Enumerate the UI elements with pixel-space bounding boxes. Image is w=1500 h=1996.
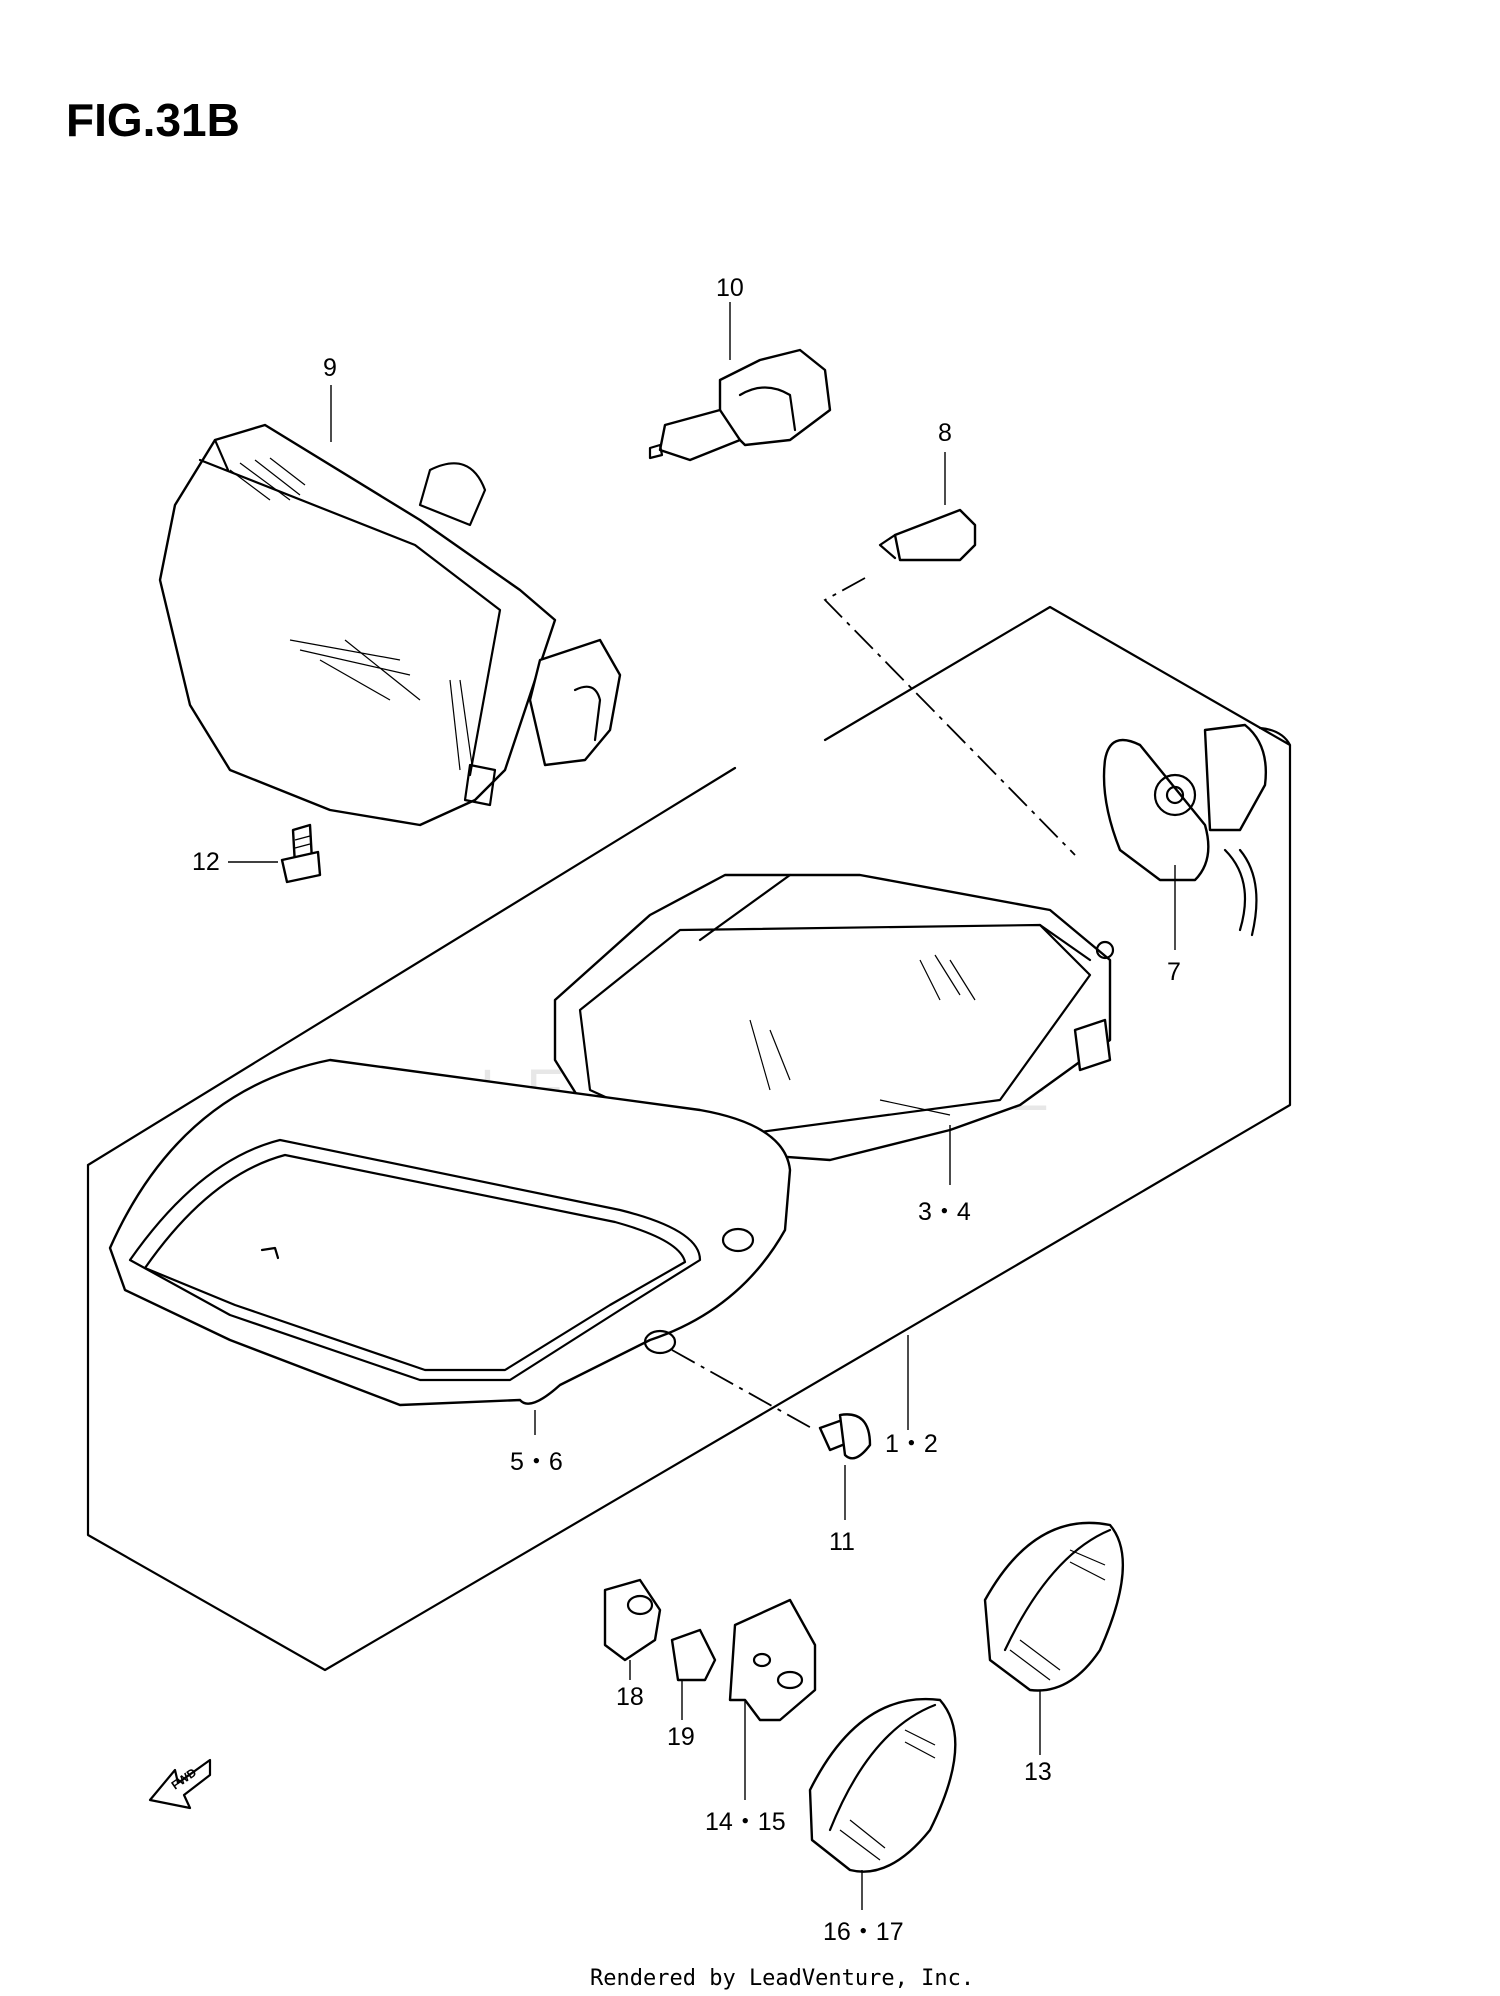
- reflector-part-13: [983, 1521, 1125, 1692]
- headlight-bulb-part-10: [648, 348, 832, 462]
- callout-9: 9: [323, 354, 337, 382]
- socket-part-7: [1102, 723, 1267, 937]
- assembly-outline: [86, 605, 1292, 1672]
- figure-title: FIG.31B: [66, 94, 240, 146]
- collar-part-19: [670, 1628, 717, 1682]
- callout-19: 19: [667, 1723, 695, 1751]
- headlight-bezel-part-5-6: [108, 1058, 792, 1407]
- callout-13: 13: [1024, 1758, 1052, 1786]
- callout-18: 18: [616, 1683, 644, 1711]
- bracket-part-14-15: [728, 1598, 817, 1722]
- headlight-housing-part-9: [158, 423, 622, 827]
- callout-16-17: 16・17: [823, 1918, 904, 1946]
- callout-14-15: 14・15: [705, 1808, 786, 1836]
- footer-credit: Rendered by LeadVenture, Inc.: [590, 1966, 974, 1991]
- callout-5-6: 5・6: [510, 1448, 563, 1476]
- callout-11: 11: [829, 1528, 855, 1556]
- leader-8-dash: [823, 577, 1076, 856]
- callout-7: 7: [1167, 958, 1181, 986]
- forward-direction-arrow: FWD: [148, 1758, 212, 1810]
- screw-part-12: [280, 823, 322, 884]
- callout-1-2: 1・2: [885, 1430, 938, 1458]
- leader-11-dash: [671, 1349, 816, 1431]
- screw-part-11: [818, 1413, 872, 1460]
- nut-part-18: [603, 1578, 662, 1662]
- callout-10: 10: [716, 274, 744, 302]
- callout-12: 12: [192, 848, 220, 876]
- reflector-part-16-17: [808, 1697, 957, 1873]
- callout-3-4: 3・4: [918, 1198, 971, 1226]
- position-bulb-part-8: [878, 508, 977, 562]
- callout-8: 8: [938, 419, 952, 447]
